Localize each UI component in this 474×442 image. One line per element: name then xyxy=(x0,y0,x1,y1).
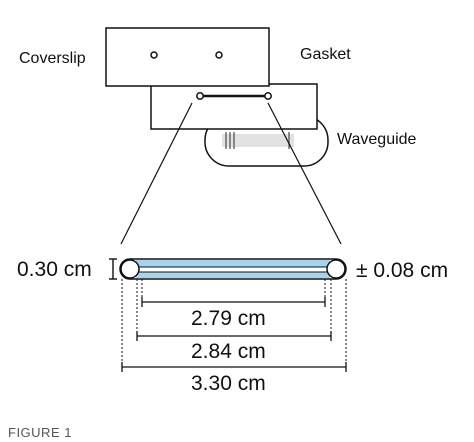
coverslip-body xyxy=(105,27,270,87)
coverslip-hole-left xyxy=(150,51,158,59)
coverslip-label: Coverslip xyxy=(19,50,86,67)
channel-end-right xyxy=(326,259,346,279)
gasket-label: Gasket xyxy=(300,46,351,63)
gasket-channel-end-left xyxy=(196,92,204,100)
waveguide-band xyxy=(222,134,294,147)
channel-end-left xyxy=(120,259,140,279)
tolerance-label: ± 0.08 cm xyxy=(356,259,449,282)
gasket-channel-end-right xyxy=(264,92,272,100)
waveguide-label: Waveguide xyxy=(337,131,417,148)
thickness-label: 0.30 cm xyxy=(17,258,92,281)
zoom-line-left xyxy=(120,102,193,245)
gasket-body xyxy=(150,83,318,130)
channel-fill-bottom xyxy=(136,272,330,278)
outer-length-label: 3.30 cm xyxy=(191,372,266,395)
channel-length-label: 2.84 cm xyxy=(191,340,266,363)
channel-fill-top xyxy=(136,260,330,267)
zoom-line-right xyxy=(267,102,342,245)
coverslip-hole-right xyxy=(215,51,223,59)
figure-caption: FIGURE 1 xyxy=(8,425,72,440)
inner-length-label: 2.79 cm xyxy=(191,307,266,330)
